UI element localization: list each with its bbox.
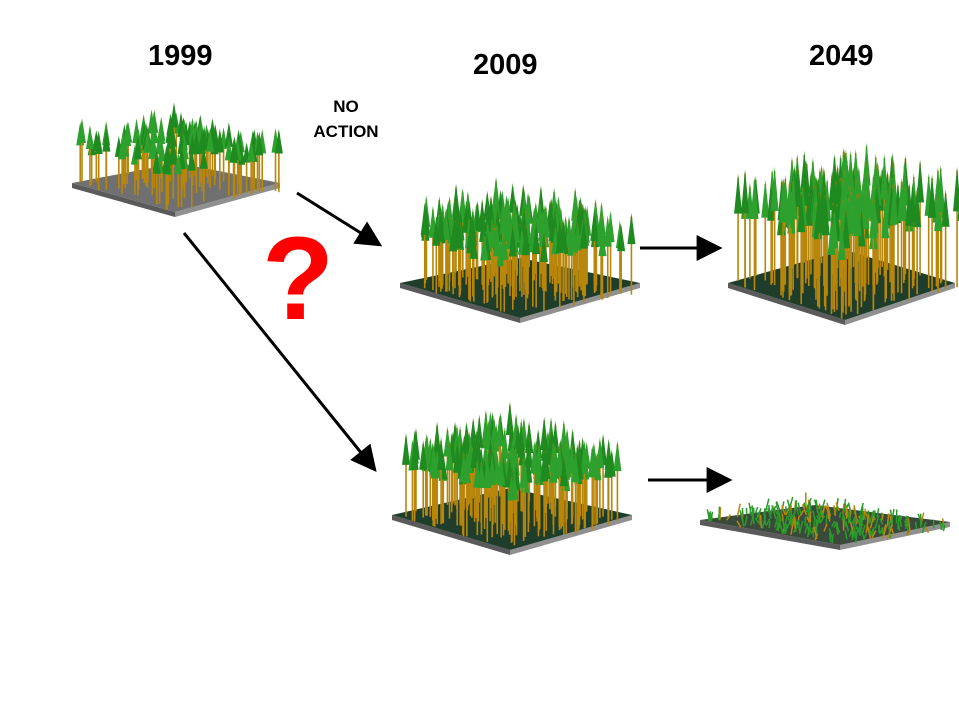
stand-2009-no-action [400,176,640,323]
question-mark: ? [262,213,335,345]
stand-2049-no-action [728,142,959,325]
stand-2009-action [392,401,632,555]
stand-1999 [72,102,283,217]
no-action-line2: ACTION [313,122,379,141]
arrow-action [182,232,377,473]
stand-2049-action [700,492,950,550]
year-1999-heading: 1999 [148,40,213,72]
arrow-no-action [296,191,383,247]
year-2009-heading: 2009 [473,49,538,81]
year-2049-heading: 2049 [809,40,874,72]
no-action-label: NO ACTION [300,94,392,144]
no-action-line1: NO [333,97,359,116]
